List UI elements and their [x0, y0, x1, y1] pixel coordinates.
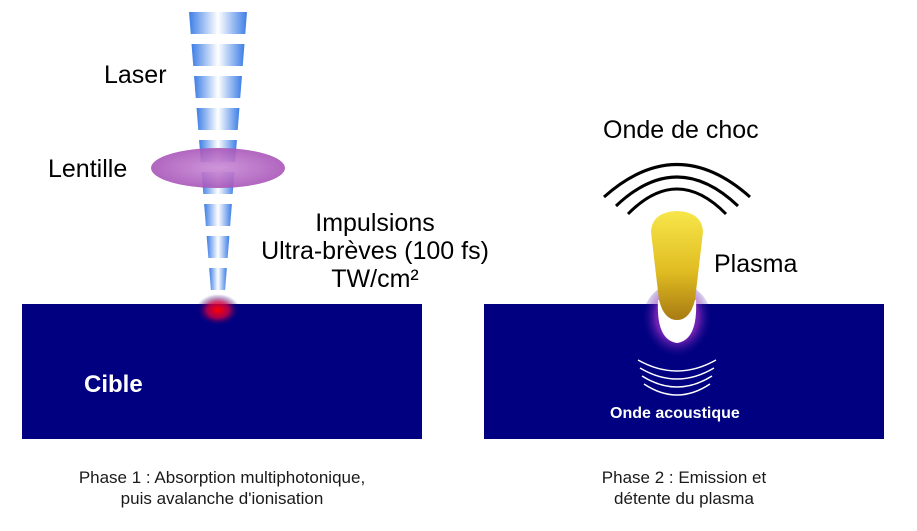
- laser-pulse-segment: [194, 76, 242, 98]
- laser-pulse-segment: [209, 268, 227, 290]
- acoustic-wave-arcs: [637, 359, 717, 396]
- pulse-label: Impulsions Ultra-brèves (100 fs) TW/cm²: [250, 211, 500, 292]
- target-block-phase1: [22, 304, 422, 439]
- laser-pulse-segment: [189, 12, 247, 34]
- target-label: Cible: [84, 371, 143, 398]
- phase1-caption: Phase 1 : Absorption multiphotonique, pu…: [22, 467, 422, 510]
- phase1-caption-line1: Phase 1 : Absorption multiphotonique,: [78, 468, 366, 487]
- shockwave-arcs: [603, 163, 751, 216]
- phase1-caption-line2: puis avalanche d'ionisation: [120, 489, 324, 509]
- laser-pulse-segment: [206, 236, 230, 258]
- phase2-caption: Phase 2 : Emission et détente du plasma: [484, 467, 884, 510]
- lens: [151, 148, 285, 188]
- plasma-plume: [651, 211, 703, 320]
- plasma-label: Plasma: [714, 250, 798, 278]
- pulse-label-line1: Impulsions: [315, 209, 435, 237]
- focus-hotspot: [196, 294, 240, 326]
- shockwave-label: Onde de choc: [603, 116, 759, 144]
- laser-label: Laser: [104, 61, 167, 89]
- laser-pulse-segment: [204, 204, 232, 226]
- pulse-label-line3: TW/cm²: [331, 265, 419, 293]
- pulse-label-line2: Ultra-brèves (100 fs): [261, 237, 489, 265]
- phase2-caption-line2: détente du plasma: [614, 489, 754, 509]
- acoustic-wave-label: Onde acoustique: [610, 405, 740, 422]
- lens-label: Lentille: [48, 155, 128, 183]
- laser-pulse-segment: [196, 108, 240, 130]
- phase2-caption-line1: Phase 2 : Emission et: [601, 468, 767, 487]
- laser-pulse-segment: [191, 44, 245, 66]
